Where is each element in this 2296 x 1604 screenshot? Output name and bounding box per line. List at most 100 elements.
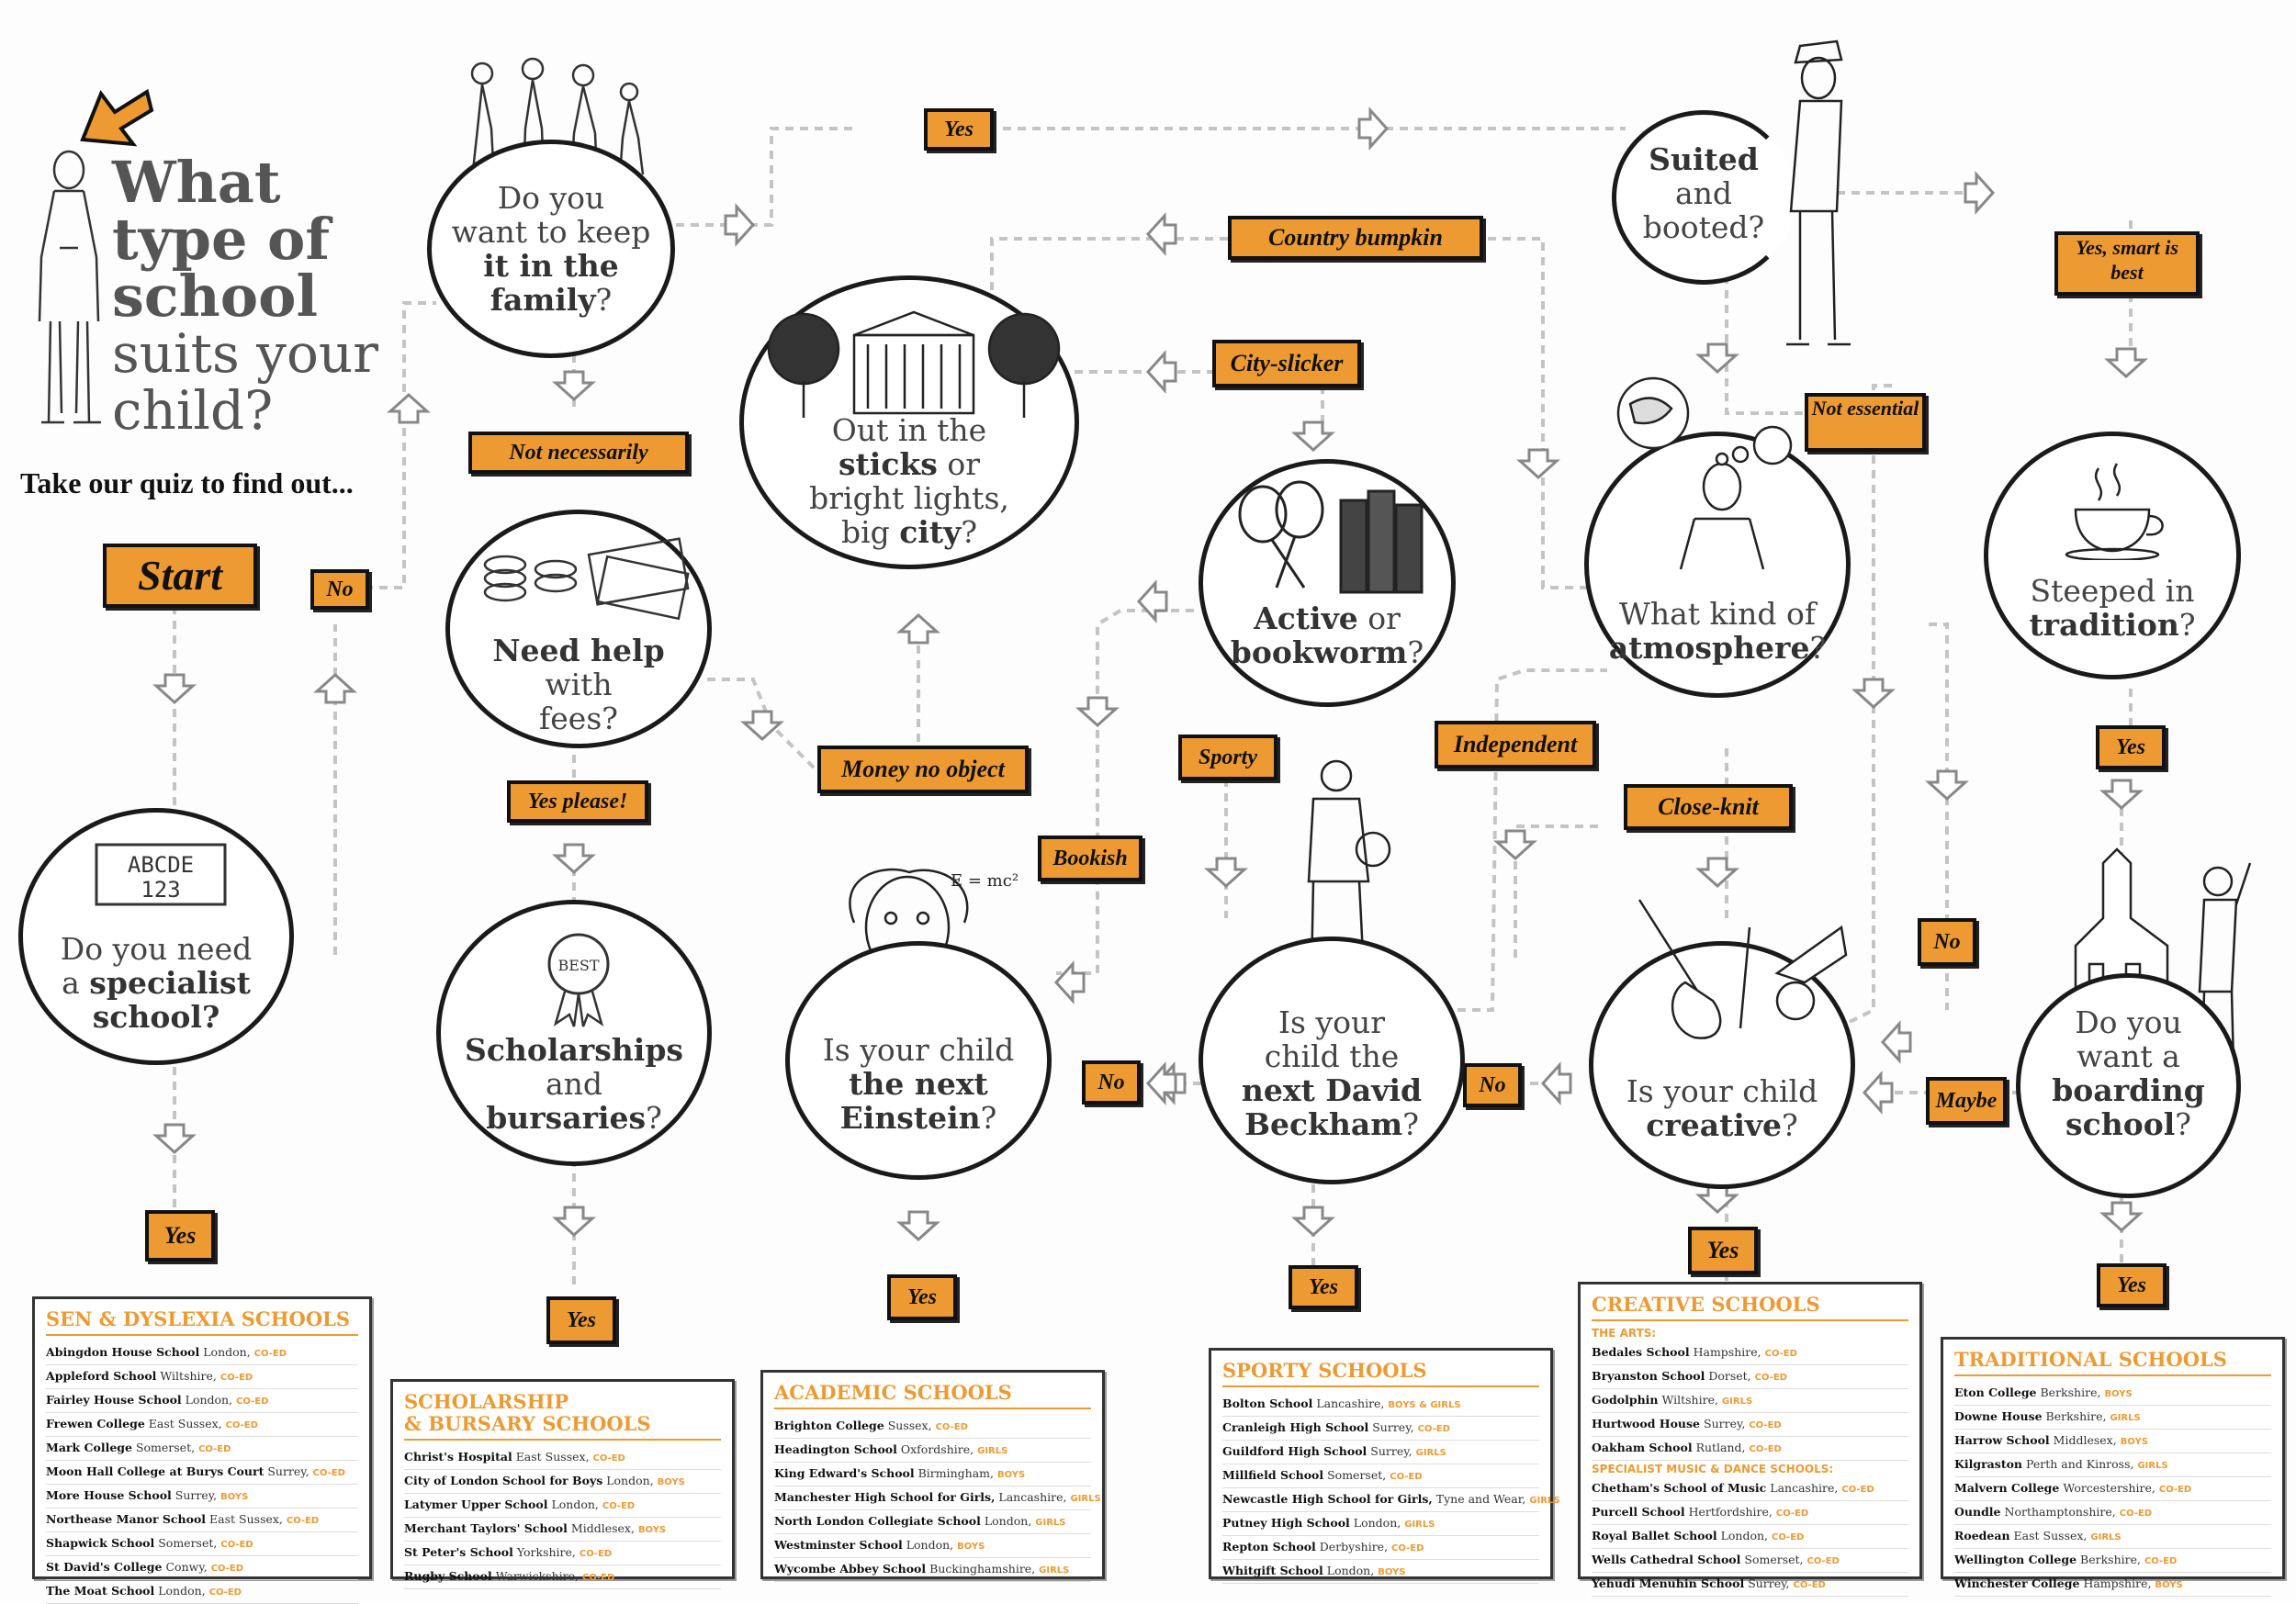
q-active-d: ? — [1407, 634, 1424, 670]
yes-label-creative: Yes — [1688, 1227, 1758, 1274]
arrow-down-icon — [1695, 342, 1739, 375]
schol-list: Christ's Hospital East Sussex,CO-ED City… — [404, 1446, 721, 1589]
yes-label-sen: Yes — [145, 1210, 215, 1262]
q-specialist-a: Do you need — [60, 931, 253, 967]
no-label-boarding: No — [1918, 918, 1976, 966]
list-item: Latymer Upper School London,CO-ED — [404, 1494, 721, 1518]
arrow-down-icon — [1851, 678, 1896, 710]
teacup-icon — [2065, 463, 2164, 560]
arrow-left-icon — [1145, 212, 1177, 256]
yes-label-family: Yes — [924, 108, 994, 151]
not-necessarily-label: Not necessarily — [468, 432, 689, 474]
yes-label-traditional: Yes — [2097, 1263, 2167, 1307]
arrow-down-icon — [552, 843, 596, 875]
list-item: Abingdon House School London,CO-ED — [46, 1341, 358, 1365]
arrow-left-icon — [1540, 1061, 1572, 1105]
list-item: North London Collegiate School London,GI… — [774, 1510, 1091, 1534]
list-item: Godolphin Wiltshire,GIRLS — [1592, 1389, 1908, 1413]
list-item: Frewen College East Sussex,CO-ED — [46, 1413, 358, 1437]
creat-title: CREATIVE SCHOOLS — [1592, 1294, 1908, 1321]
page-subtitle: Take our quiz to find out... — [20, 466, 354, 499]
list-item: Rugby School Warwickshire,CO-ED — [404, 1565, 721, 1589]
arrow-up-icon — [896, 612, 940, 645]
q-family-e: ? — [595, 282, 613, 318]
q-creative-b: creative — [1646, 1107, 1783, 1143]
q-specialist-b: a — [62, 965, 90, 1001]
bookish-label: Bookish — [1038, 836, 1142, 881]
arrow-down-icon — [896, 1210, 940, 1242]
list-item: Fairley House School London,CO-ED — [46, 1389, 358, 1413]
question-boarding: Do you want a boarding school? — [2016, 973, 2241, 1198]
q-einstein-a: Is your child — [822, 1032, 1015, 1068]
q-fees-b: with — [545, 667, 613, 702]
question-specialist: ABCDE 123 Do you need a specialist schoo… — [18, 808, 294, 1065]
list-item: Mark College Somerset,CO-ED — [46, 1437, 358, 1461]
list-item: Malvern College Worcestershire,CO-ED — [1954, 1477, 2271, 1501]
standing-man-illustration — [38, 150, 101, 424]
creat-arts-heading: THE ARTS: — [1592, 1327, 1657, 1340]
yes-label-scholarship: Yes — [546, 1296, 616, 1344]
rosette-best-icon: BEST — [547, 933, 610, 1027]
creat-music-heading: SPECIALIST MUSIC & DANCE SCHOOLS: — [1592, 1463, 1834, 1475]
footballer-illustration — [1304, 759, 1391, 984]
sen-schools-box: SEN & DYSLEXIA SCHOOLS Abingdon House Sc… — [32, 1296, 372, 1604]
q-family-d: family — [490, 282, 596, 318]
arrow-down-icon — [152, 1123, 197, 1155]
q-suited-c: booted? — [1642, 209, 1765, 245]
acad-title: ACADEMIC SCHOOLS — [774, 1382, 1091, 1409]
question-beckham: Is your child the next David Beckham? — [1199, 937, 1465, 1184]
list-item: Brighton College Sussex,CO-ED — [774, 1415, 1091, 1439]
yes-label-tradition: Yes — [2096, 725, 2166, 769]
not-essential-label: Not essential — [1805, 393, 1926, 452]
svg-text:123: 123 — [141, 877, 180, 903]
maybe-label: Maybe — [1926, 1077, 2007, 1125]
list-item: Yehudi Menuhin School Surrey,CO-ED — [1592, 1573, 1908, 1597]
q-sticks-g: ? — [961, 514, 978, 550]
q-beckham-e: ? — [1402, 1106, 1419, 1142]
q-active-b: or — [1357, 600, 1401, 636]
q-sticks-f: city — [899, 514, 962, 550]
thinking-man-illustration — [1679, 462, 1765, 570]
title-line-4: suits your — [112, 322, 378, 385]
list-item: Royal Ballet School London,CO-ED — [1592, 1525, 1908, 1549]
money-no-object-label: Money no object — [817, 746, 1029, 793]
creat-music-list: Chetham's School of Music Lancashire,CO-… — [1592, 1477, 1908, 1597]
arrow-down-icon — [152, 673, 197, 705]
creat-arts-list: Bedales School Hampshire,CO-ED Bryanston… — [1592, 1341, 1908, 1461]
no-label-creative: No — [1463, 1063, 1522, 1107]
q-einstein-b: the next — [849, 1066, 988, 1102]
money-coins-icon — [483, 537, 690, 621]
arrow-down-icon — [1204, 857, 1248, 889]
list-item: City of London School for Boys London,BO… — [404, 1470, 721, 1494]
list-item: Christ's Hospital East Sussex,CO-ED — [404, 1446, 721, 1470]
q-beckham-d: Beckham — [1244, 1106, 1403, 1142]
yes-label-sporty: Yes — [1289, 1265, 1358, 1309]
q-tradition-b: tradition — [2029, 607, 2179, 643]
arrow-right-icon — [724, 203, 756, 247]
list-item: Bolton School Lancashire,BOYS & GIRLS — [1222, 1393, 1539, 1417]
arrow-up-icon — [387, 392, 431, 424]
arrow-left-icon — [1862, 1071, 1894, 1115]
arrow-down-icon — [740, 710, 784, 742]
list-item: The Moat School London,CO-ED — [46, 1580, 358, 1604]
globe-thought-icon — [1616, 376, 1793, 466]
orange-arrow-icon — [80, 88, 154, 147]
q-schol-c: bursaries — [486, 1100, 647, 1136]
arrow-down-icon — [2104, 347, 2148, 379]
list-item: Roedean East Sussex,GIRLS — [1954, 1525, 2271, 1549]
arrow-left-icon — [1053, 960, 1086, 1004]
trad-title: TRADITIONAL SCHOOLS — [1954, 1349, 2271, 1376]
q-einstein-d: ? — [980, 1100, 997, 1136]
academic-schools-box: ACADEMIC SCHOOLS Brighton College Sussex… — [760, 1370, 1105, 1582]
arrow-down-icon — [1291, 1206, 1335, 1238]
q-sticks-a: Out in the — [831, 412, 987, 448]
list-item: Hurtwood House Surrey,CO-ED — [1592, 1413, 1908, 1437]
q-atmosphere-a: What kind of — [1618, 596, 1817, 632]
q-beckham-b: child the — [1264, 1038, 1400, 1074]
list-item: Putney High School London,GIRLS — [1222, 1512, 1539, 1536]
q-tradition-c: ? — [2178, 607, 2196, 643]
list-item: Westminster School London,BOYS — [774, 1534, 1091, 1558]
schol-title: SCHOLARSHIP& BURSARY SCHOOLS — [404, 1391, 721, 1441]
yes-label-academic: Yes — [887, 1274, 957, 1320]
